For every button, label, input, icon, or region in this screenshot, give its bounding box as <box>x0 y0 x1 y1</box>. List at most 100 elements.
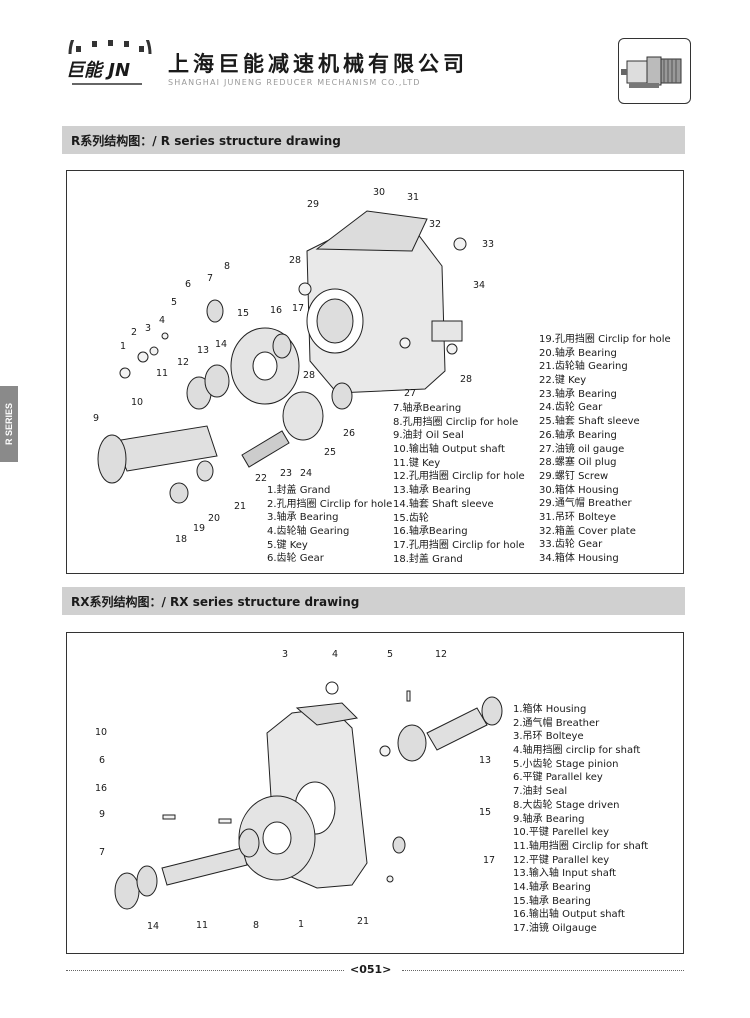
rx-part-11: 11.轴用挡圈 Circlip for shaft <box>513 840 649 852</box>
callout-r-33: 33 <box>482 239 494 250</box>
r-part-12: 12.孔用挡圈 Circlip for hole <box>393 471 525 483</box>
callout-rx-9: 9 <box>99 809 105 820</box>
page-number: <051> <box>350 963 392 976</box>
rx-part-7: 7.油封 Seal <box>513 786 568 798</box>
callout-rx-7: 7 <box>99 847 105 858</box>
rx-part-4: 4.轴用挡圈 circlip for shaft <box>513 745 641 757</box>
callout-rx-14: 14 <box>147 921 159 932</box>
rx-part-8: 8.大齿轮 Stage driven <box>513 799 620 811</box>
r-part-17: 17.孔用挡圈 Circlip for hole <box>393 539 525 551</box>
rx-part-9: 9.轴承 Bearing <box>513 813 585 825</box>
r-part-16: 16.轴承Bearing <box>393 526 468 538</box>
company-name-en: SHANGHAI JUNENG REDUCER MECHANISM CO.,LT… <box>168 78 421 87</box>
callout-r-9: 9 <box>93 413 99 424</box>
rx-callout-layer: 1 3 4 5 6 7 8 9 10 11 12 13 14 15 16 17 … <box>95 649 495 932</box>
r-part-13: 13.轴承 Bearing <box>393 485 471 497</box>
r-part-33: 33.齿轮 Gear <box>539 539 603 551</box>
r-part-22: 22.键 Key <box>539 375 587 387</box>
callout-rx-3: 3 <box>282 649 288 660</box>
callout-r-28b: 28 <box>303 370 315 381</box>
r-part-8: 8.孔用挡圈 Circlip for hole <box>393 416 519 428</box>
callout-rx-4: 4 <box>332 649 338 660</box>
r-part-1: 1.封盖 Grand <box>267 485 331 496</box>
company-logo: 巨能 JN <box>66 40 152 85</box>
callout-rx-16: 16 <box>95 783 107 794</box>
gear-motor-icon <box>621 56 682 88</box>
callout-r-20: 20 <box>208 513 220 524</box>
r-parts-list-2: 7.轴承Bearing 8.孔用挡圈 Circlip for hole 9.油封… <box>393 402 525 566</box>
callout-r-22: 22 <box>255 473 267 484</box>
callout-r-13: 13 <box>197 345 209 356</box>
callout-r-31: 31 <box>407 192 419 203</box>
callout-r-6: 6 <box>185 279 191 290</box>
rx-part-2: 2.通气帽 Breather <box>513 717 600 729</box>
callout-r-4: 4 <box>159 315 165 326</box>
r-part-19: 19.孔用挡圈 Circlip for hole <box>539 334 671 345</box>
callout-r-28c: 28 <box>460 374 472 385</box>
r-callout-layer: 1 2 3 4 5 6 7 8 9 10 11 12 13 14 15 16 1… <box>93 187 494 545</box>
r-part-7: 7.轴承Bearing <box>393 403 462 414</box>
callout-r-14: 14 <box>215 339 227 350</box>
callout-r-15: 15 <box>237 308 249 319</box>
rx-part-1: 1.箱体 Housing <box>513 704 587 715</box>
r-part-18: 18.封盖 Grand <box>393 553 463 565</box>
series-side-tab: R SERIES <box>0 386 18 462</box>
rx-part-3: 3.吊环 Bolteye <box>513 731 584 743</box>
callout-rx-21: 21 <box>357 916 369 927</box>
rx-part-12: 12.平键 Parallel key <box>513 854 610 866</box>
r-part-24: 24.齿轮 Gear <box>539 402 603 414</box>
rx-part-15: 15.轴承 Bearing <box>513 895 591 907</box>
r-part-26: 26.轴承 Bearing <box>539 429 617 441</box>
callout-r-23: 23 <box>280 468 292 479</box>
r-part-27: 27.油镜 oil gauge <box>539 443 625 455</box>
callout-r-21: 21 <box>234 501 246 512</box>
r-part-31: 31.吊环 Bolteye <box>539 511 616 523</box>
section-header-rx: RX系列结构图：/ RX series structure drawing <box>62 587 685 615</box>
r-part-29b: 29.通气帽 Breather <box>539 498 632 510</box>
r-part-5: 5.键 Key <box>267 539 308 551</box>
section-title-r: R系列结构图：/ R series structure drawing <box>71 134 341 148</box>
r-exploded-diagram <box>97 210 467 504</box>
callout-rx-8: 8 <box>253 920 259 931</box>
callout-r-19: 19 <box>193 523 205 534</box>
r-part-11: 11.键 Key <box>393 457 441 469</box>
callout-r-12: 12 <box>177 357 189 368</box>
callout-r-3: 3 <box>145 323 151 334</box>
callout-r-8: 8 <box>224 261 230 272</box>
r-part-15: 15.齿轮 <box>393 512 429 524</box>
callout-r-5: 5 <box>171 297 177 308</box>
callout-r-18: 18 <box>175 534 187 545</box>
r-part-29: 29.螺钉 Screw <box>539 470 609 482</box>
callout-r-1: 1 <box>120 341 126 352</box>
r-part-30: 30.箱体 Housing <box>539 484 619 496</box>
rx-part-16: 16.输出轴 Output shaft <box>513 909 625 921</box>
product-thumbnail <box>618 38 691 104</box>
section-title-rx: RX系列结构图：/ RX series structure drawing <box>71 595 360 609</box>
rx-parts-list: 1.箱体 Housing 2.通气帽 Breather 3.吊环 Bolteye… <box>513 703 648 936</box>
section-header-r: R系列结构图：/ R series structure drawing <box>62 126 685 154</box>
callout-r-32: 32 <box>429 219 441 230</box>
callout-rx-5: 5 <box>387 649 393 660</box>
callout-r-29: 29 <box>307 199 319 210</box>
callout-rx-12: 12 <box>435 649 447 660</box>
r-part-28: 28.螺塞 Oil plug <box>539 457 617 469</box>
callout-rx-6: 6 <box>99 755 105 766</box>
side-tab-label: R SERIES <box>4 402 14 446</box>
callout-r-28a: 28 <box>289 255 301 266</box>
callout-rx-1: 1 <box>298 919 304 930</box>
callout-r-10: 10 <box>131 397 143 408</box>
logo-text: 巨能 JN <box>66 60 130 81</box>
r-parts-list-1: 1.封盖 Grand 2.孔用挡圈 Circlip for hole 3.轴承 … <box>267 484 392 566</box>
r-part-32: 32.箱盖 Cover plate <box>539 525 636 537</box>
r-structure-frame: 1 2 3 4 5 6 7 8 9 10 11 12 13 14 15 16 1… <box>66 170 684 574</box>
rx-part-6: 6.平键 Parallel key <box>513 772 603 784</box>
callout-r-25: 25 <box>324 447 336 458</box>
callout-r-26: 26 <box>343 428 355 439</box>
callout-r-2: 2 <box>131 327 137 338</box>
r-part-2: 2.孔用挡圈 Circlip for hole <box>267 498 393 510</box>
r-part-6: 6.齿轮 Gear <box>267 553 324 565</box>
rx-part-10: 10.平键 Parellel key <box>513 827 610 839</box>
rx-part-5: 5.小齿轮 Stage pinion <box>513 758 619 770</box>
r-part-9: 9.油封 Oil Seal <box>393 430 464 442</box>
rx-exploded-diagram <box>114 681 503 910</box>
